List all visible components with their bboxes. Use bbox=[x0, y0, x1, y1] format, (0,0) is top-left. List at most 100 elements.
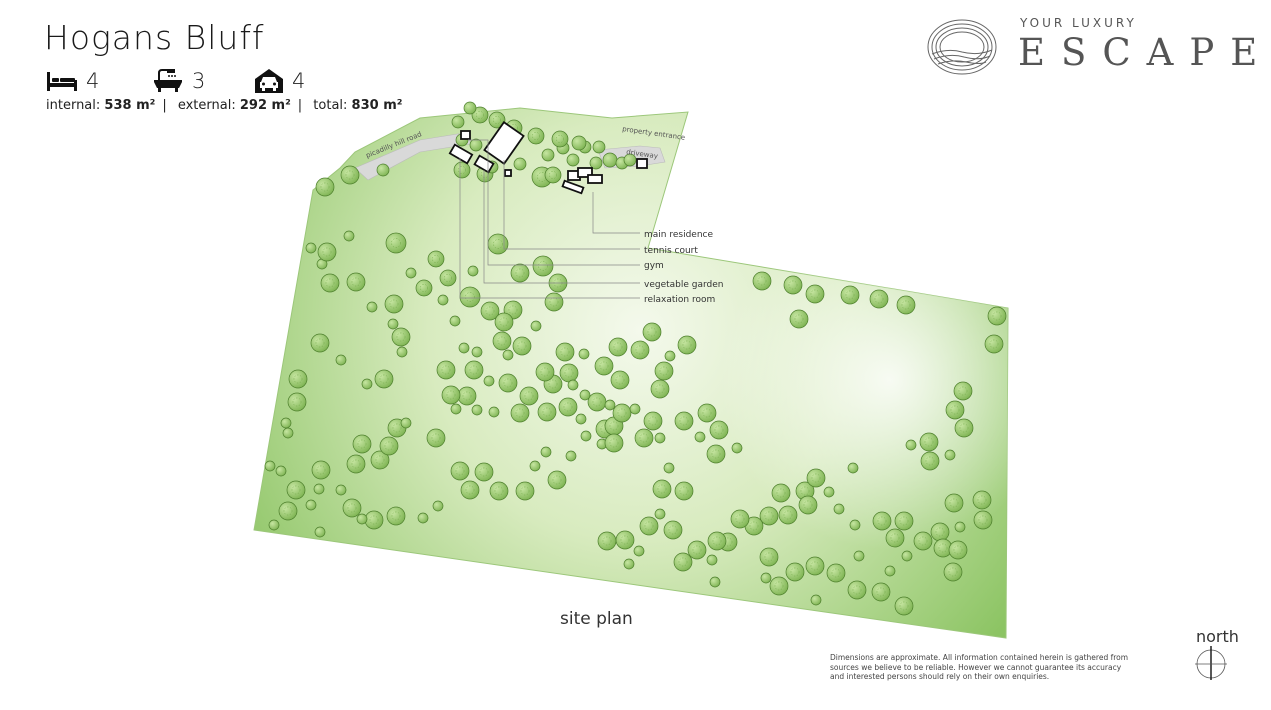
tree-canopy bbox=[391, 327, 411, 347]
tree-canopy bbox=[566, 153, 580, 167]
tree-canopy-texture bbox=[845, 290, 855, 300]
tree-canopy-texture bbox=[503, 378, 513, 388]
tree-canopy-texture bbox=[668, 525, 678, 535]
tree-canopy-texture bbox=[560, 347, 570, 357]
tree-canopy-texture bbox=[345, 170, 355, 180]
tree-canopy bbox=[459, 286, 481, 308]
tree-canopy-texture bbox=[520, 486, 530, 496]
tree-canopy bbox=[385, 232, 407, 254]
tree-canopy-texture bbox=[790, 567, 800, 577]
tree-canopy bbox=[894, 511, 914, 531]
tree-canopy bbox=[487, 233, 509, 255]
tree-canopy bbox=[945, 400, 965, 420]
tree-canopy bbox=[471, 106, 489, 124]
tree-canopy-texture bbox=[950, 405, 960, 415]
tree-canopy bbox=[634, 428, 654, 448]
tree-canopy bbox=[930, 522, 950, 542]
tree-canopy bbox=[894, 596, 914, 616]
tree-canopy bbox=[944, 493, 964, 513]
tree-canopy bbox=[527, 127, 545, 145]
tree-canopy bbox=[973, 510, 993, 530]
tree-canopy bbox=[654, 508, 666, 520]
tree-canopy-texture bbox=[481, 170, 489, 178]
area-internal-label: internal: bbox=[46, 98, 101, 113]
tree-canopy bbox=[674, 411, 694, 431]
tree-canopy bbox=[335, 354, 347, 366]
bathrooms-stat: 3 bbox=[152, 66, 205, 96]
bed-icon bbox=[47, 72, 77, 91]
tree-canopy-texture bbox=[564, 368, 574, 378]
tree-canopy bbox=[264, 460, 276, 472]
tree-canopy bbox=[498, 373, 518, 393]
bedrooms-stat: 4 bbox=[46, 66, 99, 96]
vegetable-garden bbox=[473, 154, 495, 174]
tree-canopy-texture bbox=[935, 527, 945, 537]
tree-canopy bbox=[515, 481, 535, 501]
tree-canopy bbox=[629, 403, 641, 415]
tree-canopy bbox=[674, 481, 694, 501]
area-external-label: external: bbox=[177, 98, 236, 113]
tree-canopy bbox=[597, 531, 617, 551]
tree-canopy bbox=[759, 506, 779, 526]
tree-canopy bbox=[537, 402, 557, 422]
tree-canopy-texture bbox=[749, 521, 759, 531]
tree-canopy-texture bbox=[678, 557, 688, 567]
tree-canopy-texture bbox=[563, 402, 573, 412]
tree-canopy-texture bbox=[659, 366, 669, 376]
parking-stat: 4 bbox=[254, 66, 305, 96]
tree-canopy bbox=[833, 503, 845, 515]
tree-canopy bbox=[346, 454, 366, 474]
tree-canopy bbox=[374, 369, 394, 389]
tree-canopy bbox=[575, 413, 587, 425]
tree-canopy-texture bbox=[682, 340, 692, 350]
tree-canopy bbox=[769, 576, 789, 596]
tree-canopy-texture bbox=[347, 503, 357, 513]
tree-canopy-texture bbox=[458, 166, 466, 174]
tree-canopy-texture bbox=[592, 397, 602, 407]
tree-canopy-texture bbox=[357, 439, 367, 449]
tree-canopy bbox=[451, 115, 465, 129]
tree-canopy bbox=[532, 255, 554, 277]
tree-canopy bbox=[287, 392, 307, 412]
area-total-label: total: bbox=[313, 98, 348, 113]
tree-canopy bbox=[340, 165, 360, 185]
tree-canopy-texture bbox=[639, 433, 649, 443]
tree-canopy bbox=[282, 427, 294, 439]
tree-canopy-texture bbox=[292, 397, 302, 407]
tree-canopy-texture bbox=[735, 514, 745, 524]
tree-canopy bbox=[346, 272, 366, 292]
tree-canopy bbox=[919, 432, 939, 452]
tree-canopy bbox=[771, 483, 791, 503]
tree-canopy bbox=[457, 386, 477, 406]
tree-canopy bbox=[492, 331, 512, 351]
tree-canopy-texture bbox=[515, 268, 525, 278]
tree-canopy bbox=[555, 342, 575, 362]
tree-canopy-texture bbox=[291, 485, 301, 495]
bedrooms-count: 4 bbox=[86, 69, 100, 93]
tree-canopy bbox=[540, 446, 552, 458]
label-relaxation-room: relaxation room bbox=[644, 295, 715, 305]
tree-canopy bbox=[343, 230, 355, 242]
tree-canopy-texture bbox=[392, 423, 402, 433]
tree-canopy-texture bbox=[647, 327, 657, 337]
tree-canopy bbox=[529, 460, 541, 472]
tree-canopy bbox=[592, 140, 606, 154]
tree-canopy-texture bbox=[877, 516, 887, 526]
tree-canopy bbox=[954, 521, 966, 533]
tree-canopy bbox=[453, 161, 471, 179]
tree-canopy bbox=[436, 360, 456, 380]
tree-canopy bbox=[578, 348, 590, 360]
tree-canopy bbox=[871, 582, 891, 602]
tree-canopy-texture bbox=[992, 311, 1002, 321]
tree-canopy-texture bbox=[764, 552, 774, 562]
tree-canopy-texture bbox=[714, 425, 724, 435]
tree-canopy bbox=[370, 450, 390, 470]
tree-canopy-texture bbox=[776, 488, 786, 498]
tree-canopy bbox=[275, 465, 287, 477]
main-residence bbox=[561, 167, 603, 195]
tree-canopy bbox=[885, 528, 905, 548]
tree-canopy bbox=[884, 565, 896, 577]
tree-canopy-texture bbox=[455, 466, 465, 476]
tree-canopy bbox=[650, 379, 670, 399]
tree-canopy bbox=[311, 460, 331, 480]
